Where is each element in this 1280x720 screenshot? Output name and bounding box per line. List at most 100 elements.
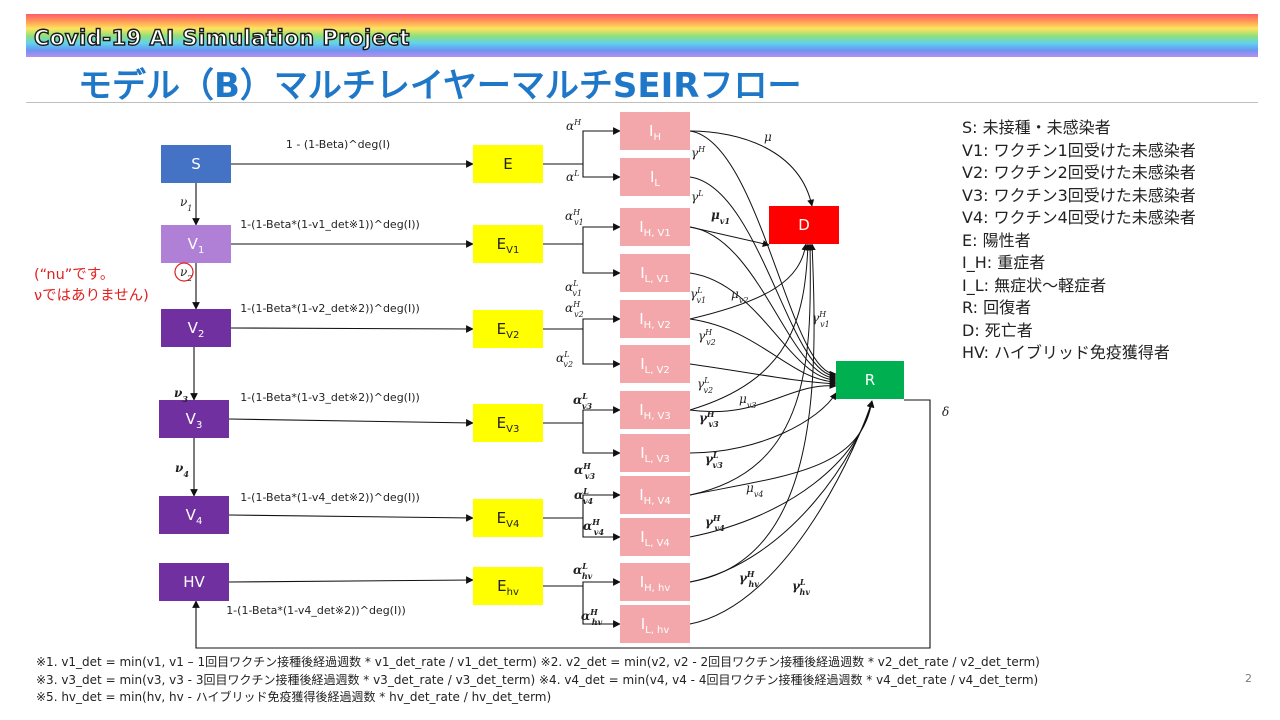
rate-symbol: α [565,209,573,223]
edge-label-s-e: 1 - (1-Beta)^deg(I) [286,138,390,151]
edge-label-hv-e: 1-(1-Beta*(1-v4_det※2))^deg(I)) [226,604,406,617]
svg-text:V4: V4 [186,506,203,527]
node-hv-label: HV [183,573,205,591]
rate-sup: L [703,376,709,385]
node-ev2-sub: V2 [506,330,519,341]
rate-sub: v2 [739,296,749,305]
rate-label-gH: γH [691,145,706,160]
node-v2: V2 [161,309,231,347]
svg-text:EV2: EV2 [497,320,520,341]
rate-sub: v3 [747,401,757,410]
rate-sup: L [712,450,719,460]
node-ev1-sub: V1 [506,245,519,256]
node-v2-sub: 2 [198,329,204,340]
rate-symbol: α [565,280,573,294]
node-ehv: Ehv [473,567,543,605]
rate-sup: H [573,118,582,127]
rate-label-mu-v3: μv3 [739,392,756,410]
rate-symbol: α [566,119,574,133]
node-ihv2: IH, V2 [620,300,690,338]
node-ev3: EV3 [473,404,543,442]
edge-v2-ev2 [230,325,474,333]
edge-ilv3-r [689,392,837,454]
rate-symbol: δ [942,405,949,419]
legend-item-r: R: 回復者 [962,298,1032,317]
rate-symbol: γ [792,579,801,593]
rate-symbol: μ [731,287,739,301]
legend-item-v1: V1: ワクチン1回受けた未感染者 [962,140,1196,160]
rate-symbol: γ [739,571,748,585]
edge-ehv-ilhv [582,586,621,628]
node-s-label: S [191,155,201,173]
edge-v3-ev3 [228,418,474,427]
rate-sup: L [581,561,588,571]
node-ilv4-sub: L, V4 [645,538,670,549]
rate-symbol: α [574,463,583,477]
node-ilv4: IL, V4 [620,518,690,556]
rate-sub: 1 [187,204,192,213]
rate-sub: v4 [754,490,764,499]
edge-label-v4-e: 1-(1-Beta*(1-v4_det※2))^deg(I)) [240,491,420,504]
svg-text:IH, V2: IH, V2 [639,310,671,331]
node-ihv4: IH, V4 [620,476,690,514]
flow-labels: 1 - (1-Beta)^deg(I) 1-(1-Beta*(1-v1_det※1… [174,118,949,627]
svg-text:E: E [503,155,512,173]
rate-symbol: μ [746,481,754,495]
svg-text:EV3: EV3 [497,414,520,435]
edge-ev3-ilv3 [582,423,621,457]
svg-text:HV: HV [183,573,205,591]
node-ihhv-label: I [640,573,644,591]
title-divider [26,102,1258,103]
rate-sup: H [582,461,591,471]
edge-ihv3-r [689,381,837,413]
legend-item-hv: HV: ハイブリッド免疫獲得者 [962,343,1170,362]
edge-ihv3-d [689,243,812,411]
node-v1-sub: 1 [198,245,204,256]
rate-label-aH: αH [566,118,582,133]
node-ilv1: IL, V1 [620,254,690,292]
rate-sup: L [696,286,702,295]
node-ev4: EV4 [473,499,543,537]
svg-text:IH, V4: IH, V4 [639,486,671,507]
svg-text:IL, V2: IL, V2 [640,355,670,376]
rate-label-delta: δ [942,405,949,419]
node-ev1-label: E [497,235,506,253]
node-s: S [161,145,231,183]
svg-text:IL, V3: IL, V3 [640,444,670,465]
rate-label-mu: μ [764,130,772,144]
node-ev2: EV2 [473,310,543,348]
node-ilv1-sub: L, V1 [645,274,670,285]
rate-sub: v2 [574,310,584,319]
svg-text:IH, V3: IH, V3 [639,401,671,422]
rate-symbol: μ [739,392,747,406]
edge-ev4-ihv4 [582,491,621,518]
edge-ihv4-d [689,243,814,496]
rate-symbol: γ [699,411,708,425]
node-ihhv-sub: H, hv [644,583,670,594]
rate-sup: L [572,279,578,288]
rate-sub: v3 [713,460,724,470]
svg-text:D: D [798,216,810,234]
rate-sub: v3 [708,419,719,429]
rate-sub: v2 [706,338,716,347]
svg-text:IH, V1: IH, V1 [639,218,671,239]
edge-label-v1-e: 1-(1-Beta*(1-v1_det※1))^deg(I)) [240,218,420,231]
rate-symbol: α [583,519,592,533]
rate-symbol: α [573,563,582,577]
node-ihv4-label: I [639,486,643,504]
nu-note-line-1: (“nu”です。 [34,267,115,283]
rate-sub: v1 [720,216,730,226]
svg-text:IH, hv: IH, hv [640,573,671,594]
svg-text:V1: V1 [188,235,205,256]
rate-label-mu-v2: μv2 [731,287,748,305]
svg-text:IH: IH [649,122,661,143]
node-v1: V1 [161,225,231,263]
